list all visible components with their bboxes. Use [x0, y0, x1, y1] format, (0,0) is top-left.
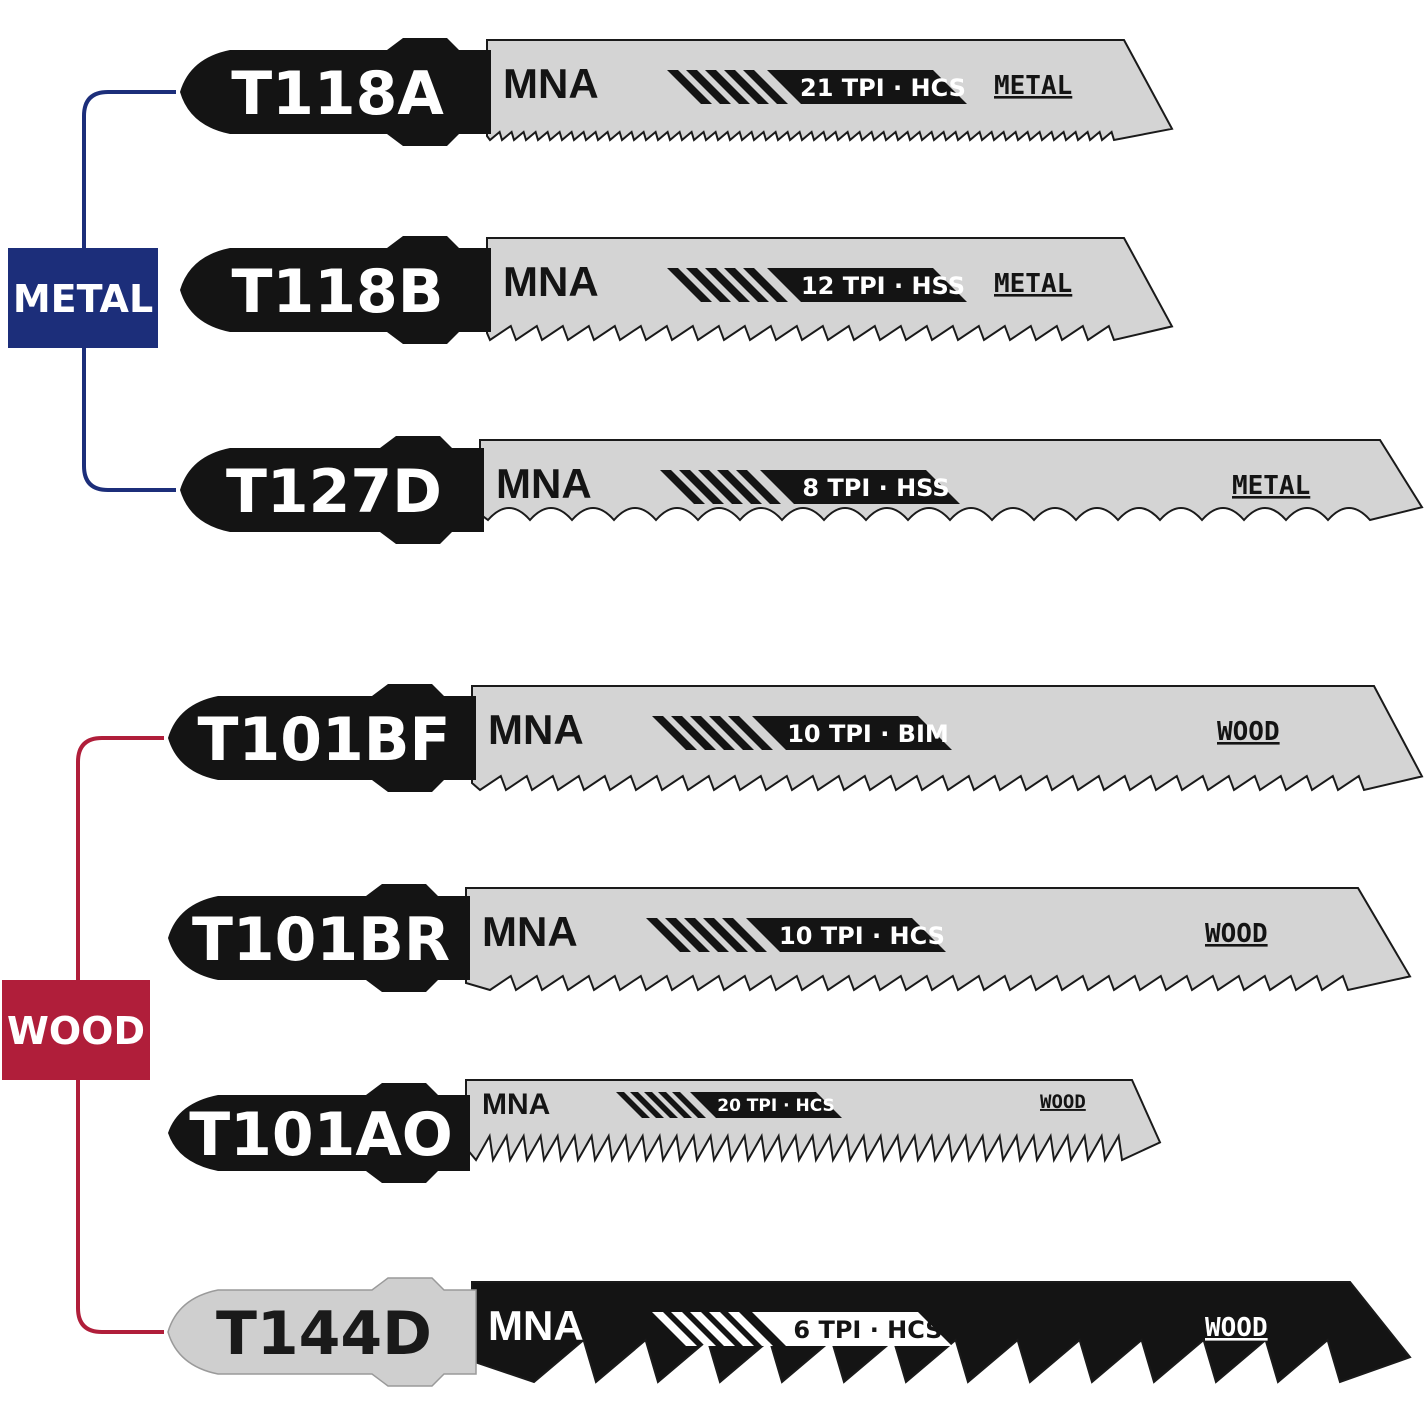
spec-label: 21 TPI · HCS — [800, 74, 966, 102]
blade-t118a: T118A MNA 21 TPI · HCS METAL — [180, 38, 1174, 146]
blade-shank — [168, 684, 476, 792]
material-tag: METAL — [994, 71, 1072, 101]
stripe-marks — [660, 470, 781, 504]
stripe-marks — [652, 716, 773, 750]
blade-t101bf: T101BF MNA 10 TPI · BIM WOOD — [168, 684, 1424, 792]
spec-band — [752, 716, 952, 750]
spec-band — [767, 268, 967, 302]
blade-body — [471, 1281, 1412, 1384]
stripe-marks — [667, 268, 788, 302]
blade-t127d: T127D MNA 8 TPI · HSS METAL — [180, 436, 1424, 544]
material-tag: WOOD — [1205, 1313, 1268, 1343]
spec-label: 10 TPI · BIM — [787, 720, 949, 748]
spec-band — [767, 70, 967, 104]
material-tag: WOOD — [1205, 919, 1268, 949]
blade-t101br: T101BR MNA 10 TPI · HCS WOOD — [168, 884, 1412, 992]
blade-t144d: T144D MNA 6 TPI · HCS WOOD — [167, 1277, 1412, 1387]
blade-code: T127D — [226, 457, 442, 527]
brand-logo: MNA — [482, 908, 578, 955]
blade-shank — [168, 884, 470, 992]
group-label: METAL — [13, 277, 153, 321]
spec-band — [760, 470, 960, 504]
blade-code: T101BR — [192, 905, 450, 975]
group-label: WOOD — [7, 1009, 145, 1053]
blade-code: T101AO — [189, 1100, 453, 1170]
material-tag: WOOD — [1217, 717, 1280, 747]
brand-logo: MNA — [482, 1088, 550, 1121]
spec-label: 6 TPI · HCS — [793, 1316, 942, 1344]
group-label-box — [8, 248, 158, 348]
blade-shank — [180, 236, 491, 344]
material-tag: WOOD — [1040, 1091, 1086, 1113]
brand-logo: MNA — [488, 1302, 584, 1349]
brand-logo: MNA — [488, 706, 584, 753]
blade-shank — [167, 1277, 477, 1387]
blade-t118b: T118B MNA 12 TPI · HSS METAL — [180, 236, 1174, 344]
brand-logo: MNA — [496, 460, 592, 507]
blade-t101ao: T101AO MNA 20 TPI · HCS WOOD — [168, 1079, 1162, 1183]
blade-code: T118A — [231, 59, 444, 129]
blade-shank — [180, 38, 491, 146]
blade-body — [471, 685, 1424, 792]
spec-label: 12 TPI · HSS — [801, 272, 965, 300]
material-tag: METAL — [994, 269, 1072, 299]
material-tag: METAL — [1232, 471, 1310, 501]
spec-label: 8 TPI · HSS — [802, 474, 949, 502]
stripe-marks — [646, 918, 767, 952]
group-label-box — [2, 980, 150, 1080]
spec-band — [752, 1312, 952, 1346]
brand-logo: MNA — [503, 258, 599, 305]
blade-shank — [180, 436, 484, 544]
blade-code: T101BF — [198, 705, 451, 775]
blade-code: T144D — [216, 1299, 432, 1369]
brand-logo: MNA — [503, 60, 599, 107]
stripe-marks — [616, 1092, 706, 1118]
blade-shank — [168, 1083, 470, 1183]
stripe-marks — [667, 70, 788, 104]
spec-label: 20 TPI · HCS — [717, 1096, 835, 1116]
spec-label: 10 TPI · HCS — [779, 922, 945, 950]
spec-band — [690, 1092, 842, 1118]
blade-body — [465, 887, 1412, 992]
spec-band — [746, 918, 946, 952]
stripe-marks — [652, 1312, 773, 1346]
blade-code: T118B — [232, 257, 444, 327]
